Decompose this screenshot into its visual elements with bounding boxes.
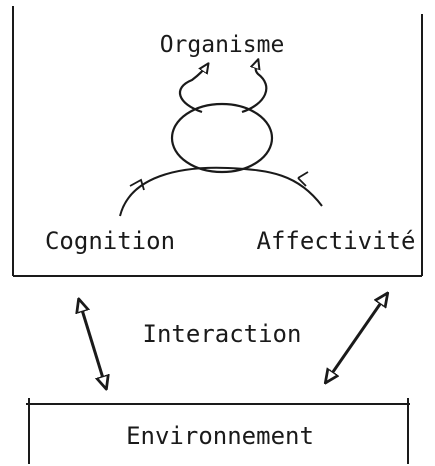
organism-head-ellipse [170,102,274,174]
environment-label: Environnement [126,422,314,450]
interaction-label: Interaction [143,320,302,348]
left-interaction-double-arrow [79,300,106,388]
cognition-affectivity-arc [119,166,323,217]
right-interaction-double-arrow [326,294,387,382]
right-feedback-loop-arrow [241,60,268,114]
cognition-label: Cognition [45,227,175,255]
affectivity-label: Affectivité [257,227,416,255]
environment-box [26,398,410,464]
organism-label: Organisme [160,32,285,58]
left-feedback-loop-arrow [178,64,208,114]
right-arc-tick-icon [297,171,309,187]
left-arc-tick-icon [129,178,145,191]
organism-box [12,6,423,277]
